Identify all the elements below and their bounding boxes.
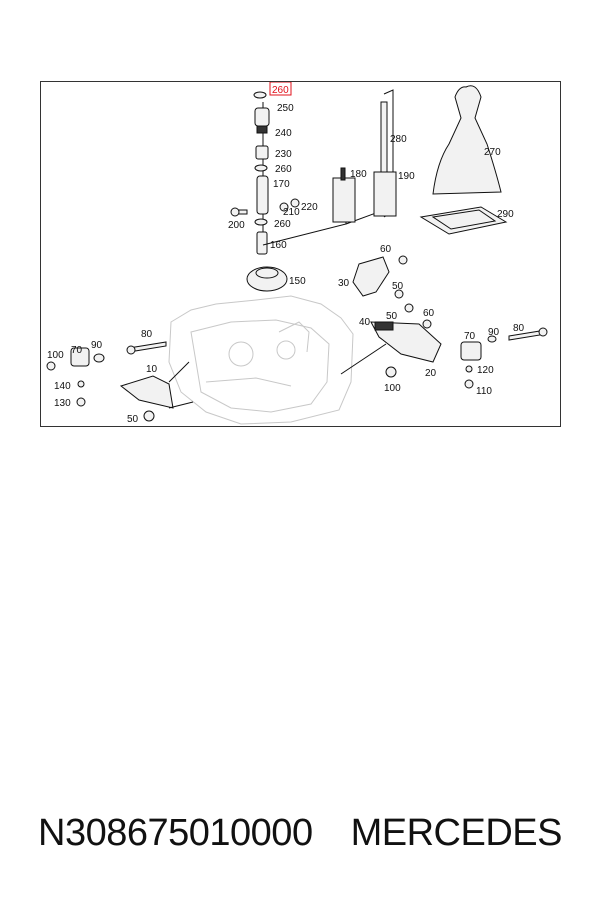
nut-100-right bbox=[385, 366, 397, 378]
callout-170[interactable]: 170 bbox=[273, 179, 290, 190]
callout-90-left[interactable]: 90 bbox=[91, 340, 103, 351]
washer-260-top bbox=[253, 91, 267, 99]
callout-120[interactable]: 120 bbox=[477, 365, 494, 376]
parts-diagram: 260 250 240 230 260 170 210 220 200 260 … bbox=[40, 81, 561, 427]
washer-90-right bbox=[487, 335, 497, 343]
callout-80-left[interactable]: 80 bbox=[141, 329, 153, 340]
callout-50-b[interactable]: 50 bbox=[386, 311, 398, 322]
part-caption: N308675010000 MERCEDES bbox=[0, 808, 600, 858]
callout-90-right[interactable]: 90 bbox=[488, 327, 500, 338]
shaft-160 bbox=[256, 231, 268, 255]
callout-100-right[interactable]: 100 bbox=[384, 383, 401, 394]
callout-150[interactable]: 150 bbox=[289, 276, 306, 287]
brand-name: MERCEDES bbox=[350, 811, 563, 854]
selector-180 bbox=[332, 177, 356, 223]
callout-60-a[interactable]: 60 bbox=[380, 244, 392, 255]
shift-selector-modules bbox=[332, 101, 397, 223]
callout-40[interactable]: 40 bbox=[359, 317, 371, 328]
callout-80-right[interactable]: 80 bbox=[513, 323, 525, 334]
selector-190 bbox=[373, 171, 397, 217]
callout-230[interactable]: 230 bbox=[275, 149, 292, 160]
callout-210[interactable]: 210 bbox=[283, 207, 300, 218]
highlight-box-260 bbox=[269, 82, 292, 96]
callout-290[interactable]: 290 bbox=[497, 209, 514, 220]
washer-140 bbox=[77, 380, 85, 388]
bushing-250 bbox=[254, 107, 270, 127]
callout-180[interactable]: 180 bbox=[350, 169, 367, 180]
callout-250[interactable]: 250 bbox=[277, 103, 294, 114]
callout-30[interactable]: 30 bbox=[338, 278, 350, 289]
bracket-10 bbox=[119, 375, 174, 409]
exploded-view-drawing: 260 250 240 230 260 170 210 220 200 260 … bbox=[46, 82, 548, 425]
left-mount-assembly bbox=[46, 341, 194, 422]
gear-knob-boot-270 bbox=[432, 85, 502, 195]
right-mount-assembly bbox=[340, 255, 548, 389]
callout-70-left[interactable]: 70 bbox=[71, 345, 83, 356]
callout-260-highlighted[interactable]: 260 bbox=[272, 85, 289, 96]
bolt-110 bbox=[464, 379, 474, 389]
callout-labels: 260 250 240 230 260 170 210 220 200 260 … bbox=[47, 82, 525, 425]
callout-140[interactable]: 140 bbox=[54, 381, 71, 392]
callout-110[interactable]: 110 bbox=[476, 386, 492, 397]
strap-40 bbox=[374, 321, 394, 331]
shift-rod-170 bbox=[256, 175, 269, 215]
bolt-50-left bbox=[143, 410, 155, 422]
callout-50-a[interactable]: 50 bbox=[392, 281, 404, 292]
bracket-20 bbox=[370, 321, 442, 363]
callout-190[interactable]: 190 bbox=[398, 171, 415, 182]
mount-70-left bbox=[70, 347, 90, 367]
callout-160[interactable]: 160 bbox=[270, 240, 287, 251]
callout-260-mid[interactable]: 260 bbox=[275, 164, 292, 175]
mount-70-right bbox=[460, 341, 482, 361]
callout-200[interactable]: 200 bbox=[228, 220, 245, 231]
gear-lever-assembly bbox=[419, 85, 508, 235]
callout-60-b[interactable]: 60 bbox=[423, 308, 435, 319]
rod-280 bbox=[380, 101, 388, 173]
callout-20[interactable]: 20 bbox=[425, 368, 437, 379]
callout-260-low[interactable]: 260 bbox=[274, 219, 291, 230]
pin-220 bbox=[290, 198, 300, 208]
clip-210 bbox=[279, 202, 289, 212]
callout-130[interactable]: 130 bbox=[54, 398, 71, 409]
bolt-130 bbox=[76, 397, 86, 407]
bracket-30 bbox=[352, 256, 390, 297]
callout-10[interactable]: 10 bbox=[146, 364, 158, 375]
nut-100-left bbox=[46, 361, 56, 371]
part-number: N308675010000 bbox=[38, 811, 313, 854]
callout-280[interactable]: 280 bbox=[390, 134, 407, 145]
bolt-50-a bbox=[394, 289, 404, 299]
transmission-housing-outline bbox=[168, 295, 354, 425]
washer-260-mid bbox=[254, 164, 268, 172]
washer-90-left bbox=[93, 353, 105, 363]
ring-240 bbox=[256, 125, 268, 134]
bolt-60-a bbox=[398, 255, 408, 265]
callout-220[interactable]: 220 bbox=[301, 202, 318, 213]
callout-70-right[interactable]: 70 bbox=[464, 331, 476, 342]
callout-100-left[interactable]: 100 bbox=[47, 350, 64, 361]
washer-260-low bbox=[254, 218, 268, 226]
callout-240[interactable]: 240 bbox=[275, 128, 292, 139]
callout-270[interactable]: 270 bbox=[484, 147, 501, 158]
callout-50-left[interactable]: 50 bbox=[127, 414, 139, 425]
bolt-60-b bbox=[422, 319, 432, 329]
washer-120 bbox=[465, 365, 473, 373]
sleeve-230 bbox=[255, 145, 269, 160]
bolt-50-b bbox=[404, 303, 414, 313]
shift-rod-stack bbox=[230, 91, 300, 292]
